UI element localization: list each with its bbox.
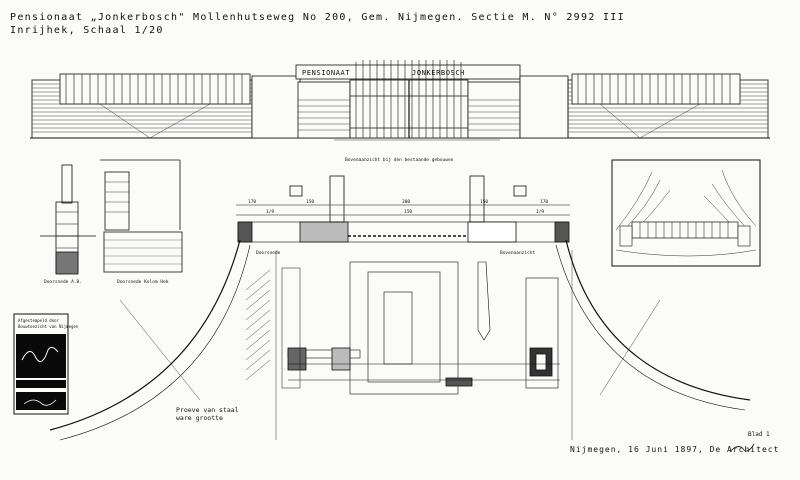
column-foundation xyxy=(103,231,183,273)
pier-plan-icon-left xyxy=(289,185,303,197)
sign-text-right: JONKERBOSCH xyxy=(412,69,465,77)
section-cut-1 xyxy=(287,347,307,371)
place-and-date: Nijmegen, 16 Juni 1897, De Architect xyxy=(570,445,779,454)
plan-left-label: Doorsnede xyxy=(256,250,281,256)
section-cut-4 xyxy=(445,377,473,387)
pier-plan-icon-right xyxy=(513,185,527,197)
sample-note-line-2: ware grootte xyxy=(176,414,223,422)
approval-stamp: Afgestempeld door Bouwtoezicht van Nijme… xyxy=(13,313,79,415)
dim-6: 1/9 xyxy=(266,209,274,215)
right-railing xyxy=(571,73,741,105)
plan-pier-right xyxy=(554,221,570,243)
dim-3: 380 xyxy=(402,199,410,205)
section-details: Doorsnede A.B. Doorsnede Kolom Hek xyxy=(40,159,183,285)
signature-block: Blad 1 Nijmegen, 16 Juni 1897, De Archit… xyxy=(570,431,779,454)
left-outer-pier xyxy=(251,75,301,139)
gate-elevation: PENSIONAAT JONKERBOSCH xyxy=(30,60,770,163)
section-cut-2 xyxy=(331,347,351,371)
plan-pier-left-inner xyxy=(299,221,349,243)
elevation-note: Bovenaanzicht bij den bestaande gebouwen xyxy=(345,157,454,163)
architect-signature xyxy=(729,443,755,453)
sign-text-left: PENSIONAAT xyxy=(302,69,350,77)
plan-pier-right-inner xyxy=(467,221,517,243)
dim-7: 150 xyxy=(404,209,412,215)
right-curved-wall xyxy=(565,239,751,401)
plan-right-label: Bovenaanzicht xyxy=(500,250,536,256)
sample-note-line-1: Proeve van staal xyxy=(176,406,239,414)
dim-5: 170 xyxy=(540,199,548,205)
column-shaft xyxy=(104,171,130,231)
pier-foundation xyxy=(55,251,79,275)
left-railing xyxy=(59,73,251,105)
stamp-signature-block xyxy=(16,334,66,378)
drawing-subtitle: Inrijhek, Schaal 1/20 xyxy=(10,25,164,36)
drawing-title: Pensionaat „Jonkerbosch" Mollenhutseweg … xyxy=(10,12,625,23)
right-outer-pier xyxy=(519,75,569,139)
plan-pier-left xyxy=(237,221,253,243)
perspective-sketch xyxy=(611,159,761,267)
stamp-line-2: Bouwtoezicht van Nijmegen xyxy=(18,324,79,329)
hatched-ground xyxy=(245,269,271,381)
gate-sign-board xyxy=(295,64,521,80)
stamp-signature-stroke xyxy=(21,346,59,363)
right-inner-pier xyxy=(467,81,521,139)
stamp-line-1: Afgestempeld door xyxy=(18,318,60,323)
sample-note: Proeve van staal ware grootte xyxy=(176,406,239,422)
title-block: Pensionaat „Jonkerbosch" Mollenhutseweg … xyxy=(10,12,625,36)
left-inner-pier xyxy=(297,81,351,139)
gate-plan: 170 150 380 150 170 1/9 150 1/9 Doorsned… xyxy=(49,175,751,441)
section-b-label: Doorsnede Kolom Hek xyxy=(117,279,169,285)
dim-8: 1/9 xyxy=(536,209,544,215)
section-a-label: Doorsnede A.B. xyxy=(44,279,82,285)
dim-1: 170 xyxy=(248,199,256,205)
sheet-number: Blad 1 xyxy=(748,431,770,438)
left-curved-wall xyxy=(49,239,241,431)
dim-2: 150 xyxy=(306,199,314,205)
pier-cap xyxy=(61,164,73,204)
sketch-frame xyxy=(611,159,761,267)
